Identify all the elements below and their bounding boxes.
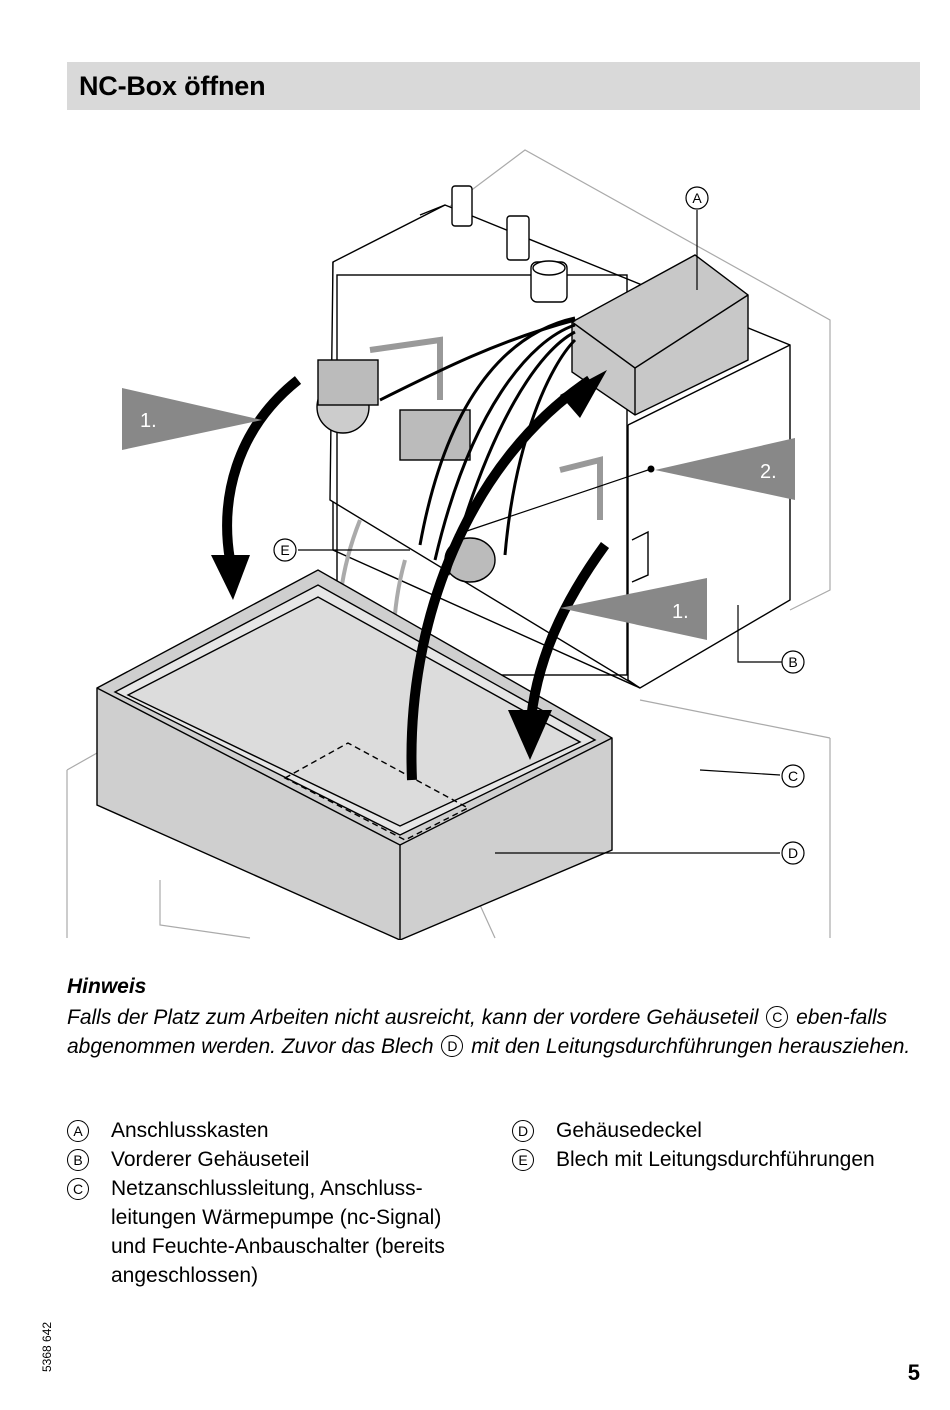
legend-item-d: D Gehäusedeckel	[512, 1116, 926, 1145]
callout-b: B	[788, 654, 797, 670]
note-text-3: mit den Leitungsdurchführungen herauszie…	[471, 1035, 911, 1058]
note-heading: Hinweis	[67, 975, 147, 998]
note-text-1: Falls der Platz zum Arbeiten nicht ausre…	[67, 1006, 759, 1029]
legend-text-a: Anschlusskasten	[111, 1119, 269, 1142]
callout-e: E	[280, 542, 289, 558]
legend-left: A Anschlusskasten B Vorderer Gehäuseteil…	[67, 1116, 481, 1290]
connection-box	[571, 254, 749, 416]
legend-item-a: A Anschlusskasten	[67, 1116, 481, 1145]
document-number: 5368 642	[40, 1321, 54, 1372]
housing-lid	[96, 569, 613, 940]
note-body: Falls der Platz zum Arbeiten nicht ausre…	[67, 1003, 927, 1061]
note-ref-d: D	[441, 1035, 464, 1057]
legend-item-c: C Netzanschlussleitung, Anschluss-leitun…	[67, 1174, 481, 1290]
legend-text-b: Vorderer Gehäuseteil	[111, 1148, 310, 1171]
note-ref-c: C	[766, 1006, 789, 1028]
callout-d: D	[788, 845, 798, 861]
legend-key-a: A	[67, 1120, 89, 1142]
leader-lines	[298, 210, 782, 854]
callout-c: C	[788, 768, 798, 784]
cables	[379, 316, 577, 576]
callout-circles	[273, 186, 805, 865]
step-label-1-left: 1.	[140, 410, 157, 432]
legend-text-d: Gehäusedeckel	[556, 1119, 702, 1142]
pipe-fittings	[451, 185, 568, 303]
legend-item-b: B Vorderer Gehäuseteil	[67, 1145, 481, 1174]
legend-key-e: E	[512, 1149, 534, 1171]
nc-box-illustration: 1. 2. 1. A B C D E	[66, 149, 831, 940]
motion-arrows	[222, 375, 610, 781]
legend-key-d: D	[512, 1120, 534, 1142]
page-title: NC-Box öffnen	[79, 71, 266, 101]
callout-a: A	[692, 190, 702, 206]
step-label-2: 2.	[760, 461, 777, 483]
legend-key-c: C	[67, 1178, 89, 1200]
legend-text-c: Netzanschlussleitung, Anschluss-leitunge…	[111, 1177, 445, 1287]
legend-key-b: B	[67, 1149, 89, 1171]
note-text-2: eben-falls abgenommen werden. Zuvor das …	[67, 1006, 888, 1058]
cabinet-outline	[66, 149, 831, 939]
legend-item-e: E Blech mit Leitungsdurchführungen	[512, 1145, 926, 1174]
step-markers	[122, 388, 795, 640]
step-label-1-right: 1.	[672, 601, 689, 623]
page-number: 5	[907, 1360, 920, 1385]
title-bar: NC-Box öffnen	[67, 62, 920, 110]
legend-text-e: Blech mit Leitungsdurchführungen	[556, 1148, 875, 1171]
legend-right: D Gehäusedeckel E Blech mit Leitungsdurc…	[512, 1116, 926, 1174]
